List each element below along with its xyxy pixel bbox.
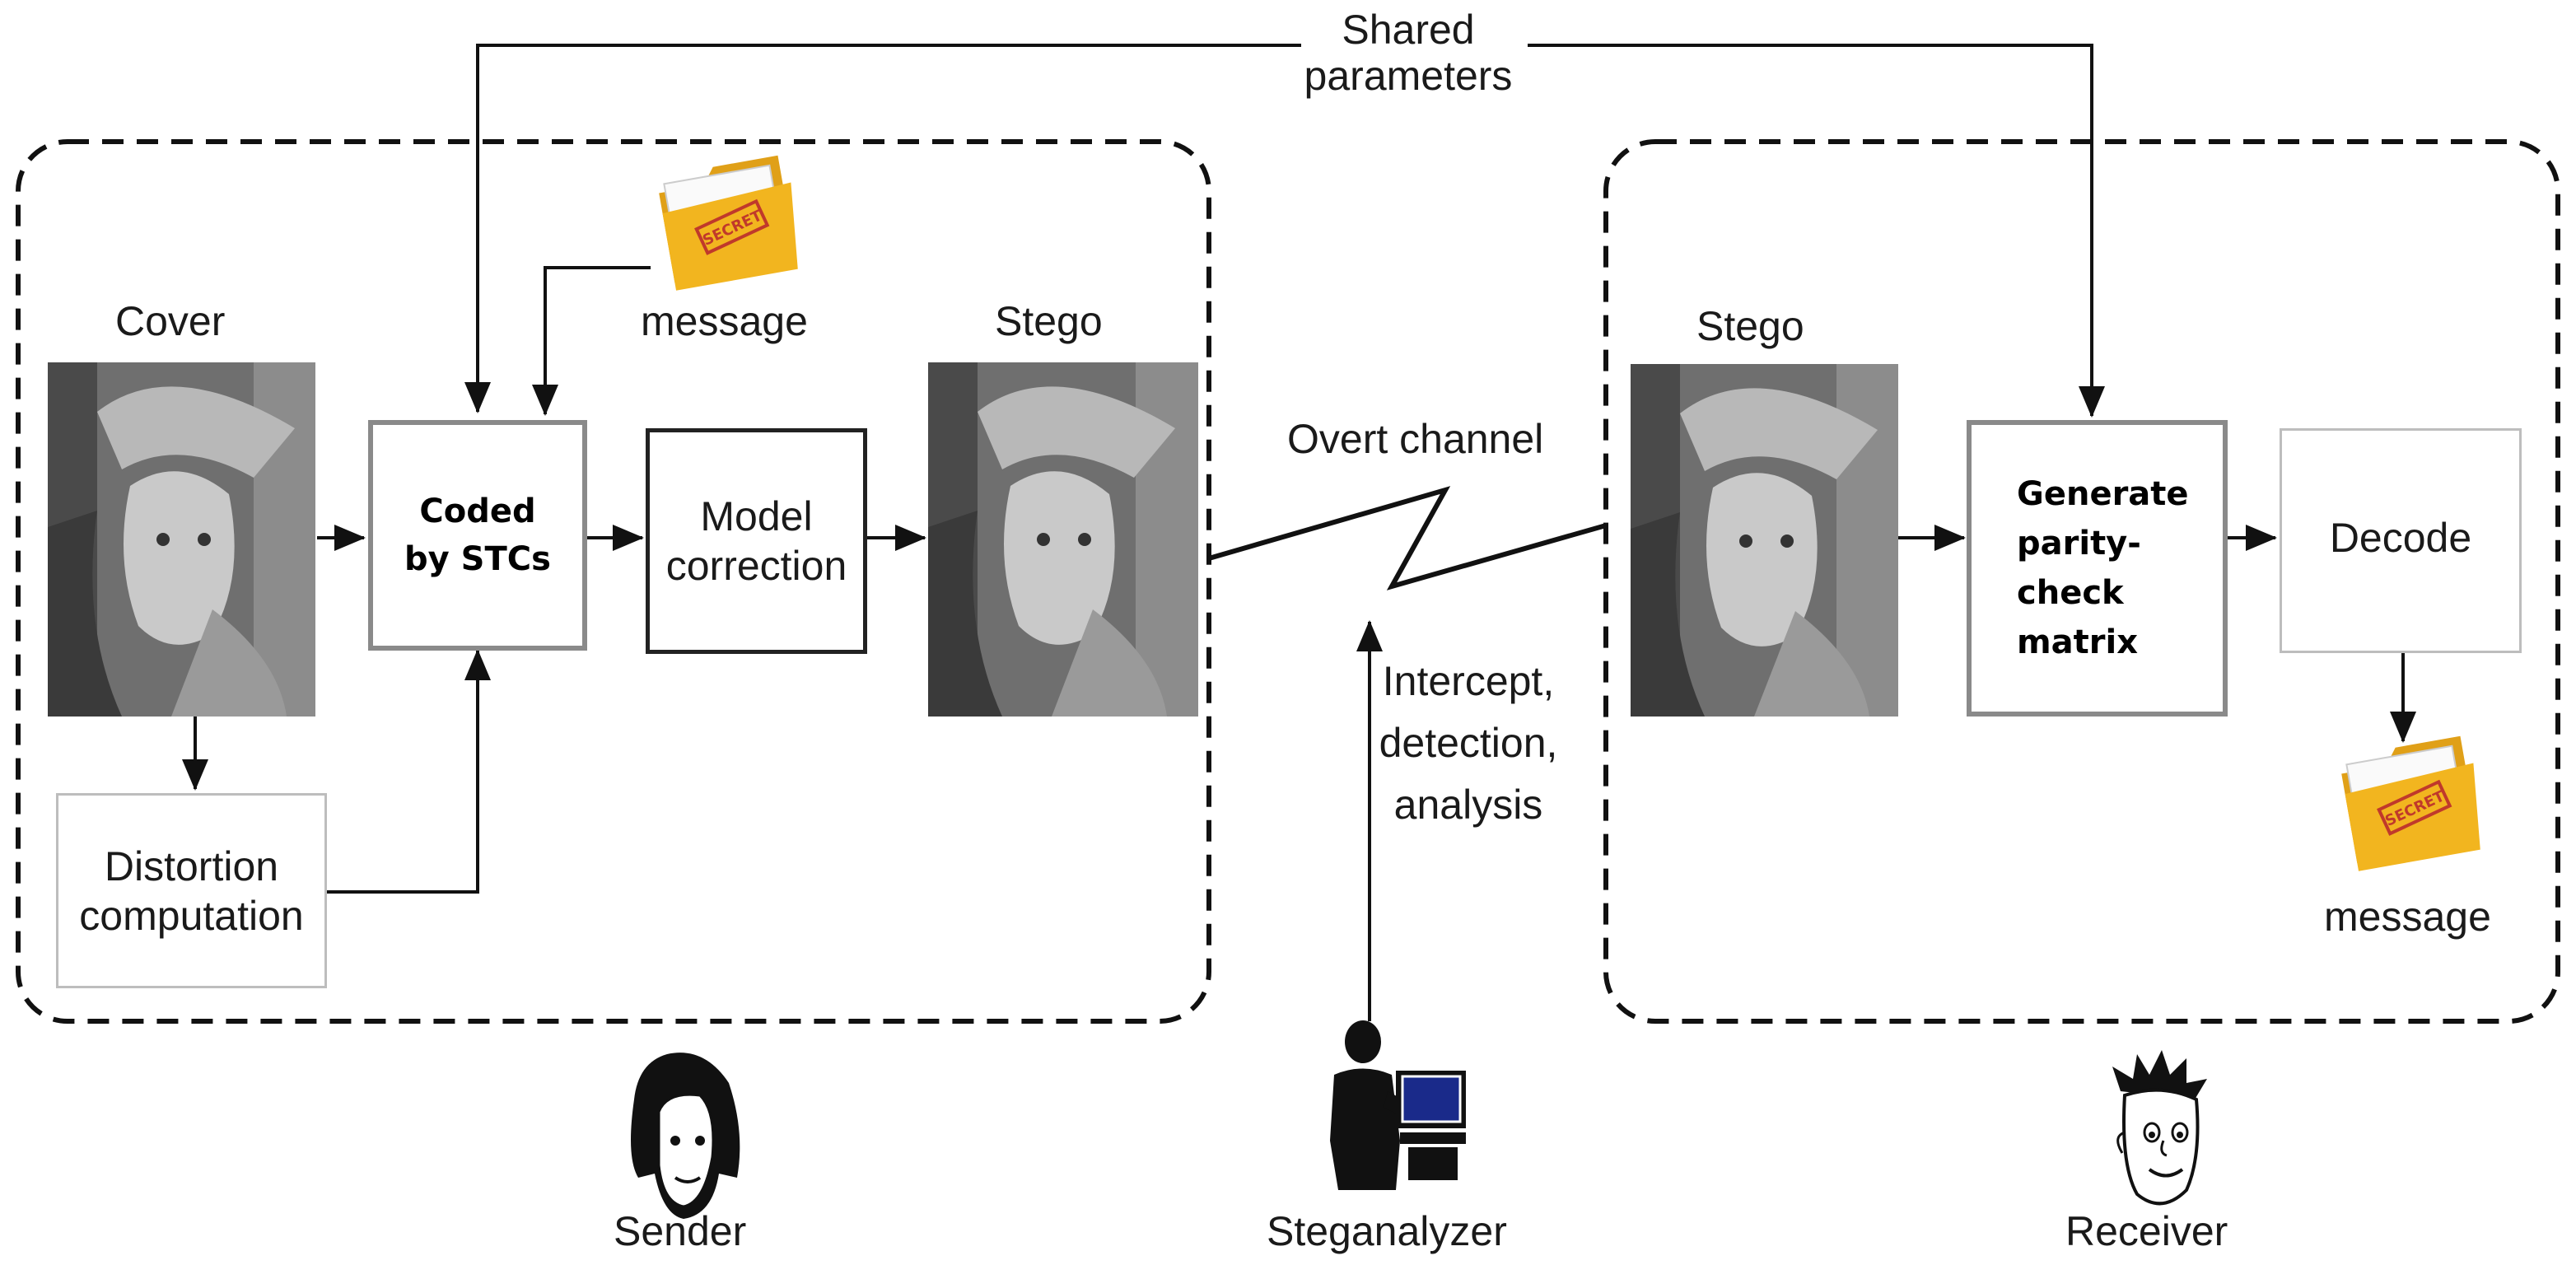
generate-parity-check-matrix-text: Generate parity- check matrix: [2017, 475, 2189, 661]
receiver-stego-image: [1631, 364, 1898, 717]
decode-text: Decode: [2329, 515, 2472, 561]
coded-by-stcs-box: Coded by STCs: [368, 420, 587, 651]
overt-channel-line: [1208, 486, 1607, 590]
sender-group-border: [16, 139, 1211, 1024]
model-correction-text: Model correction: [665, 493, 847, 589]
distortion-computation-box: Distortion computation: [56, 793, 327, 988]
receiver-label: Receiver: [2065, 1208, 2228, 1254]
sender-label: Sender: [614, 1208, 747, 1254]
distortion-to-coded-arrow: [327, 649, 491, 894]
steganalyzer-person-icon: [1330, 1020, 1466, 1190]
decode-box: Decode: [2280, 428, 2522, 653]
message-folder-icon: SECRET: [659, 155, 798, 291]
sender-woman-face-icon: [631, 1053, 740, 1219]
shared-parameters-label: Shared parameters: [1304, 7, 1513, 99]
sender-stego-label: Stego: [995, 298, 1103, 344]
intercept-detection-analysis-label: Intercept, detection, analysis: [1379, 658, 1558, 828]
message-to-coded-arrow: [532, 266, 651, 416]
sender-stego-image: [928, 362, 1198, 717]
shared-params-line-right: [1528, 44, 2105, 418]
steganalyzer-label: Steganalyzer: [1267, 1208, 1507, 1254]
cover-image: [48, 362, 315, 717]
received-message-label: message: [2324, 894, 2491, 940]
distortion-computation-text: Distortion computation: [79, 843, 304, 939]
receiver-man-face-icon: [2112, 1050, 2207, 1206]
overt-channel-label: Overt channel: [1287, 416, 1544, 462]
shared-params-line-left: [464, 44, 1301, 413]
model-correction-box: Model correction: [646, 428, 867, 654]
cover-label: Cover: [115, 298, 226, 344]
receiver-stego-label: Stego: [1696, 303, 1804, 349]
coded-by-stcs-text: Coded by STCs: [404, 492, 551, 578]
received-message-folder-icon: SECRET: [2341, 735, 2480, 871]
message-label: message: [641, 298, 808, 344]
generate-parity-check-matrix-box: Generate parity- check matrix: [1967, 420, 2228, 717]
receiver-group-border: [1603, 139, 2560, 1024]
